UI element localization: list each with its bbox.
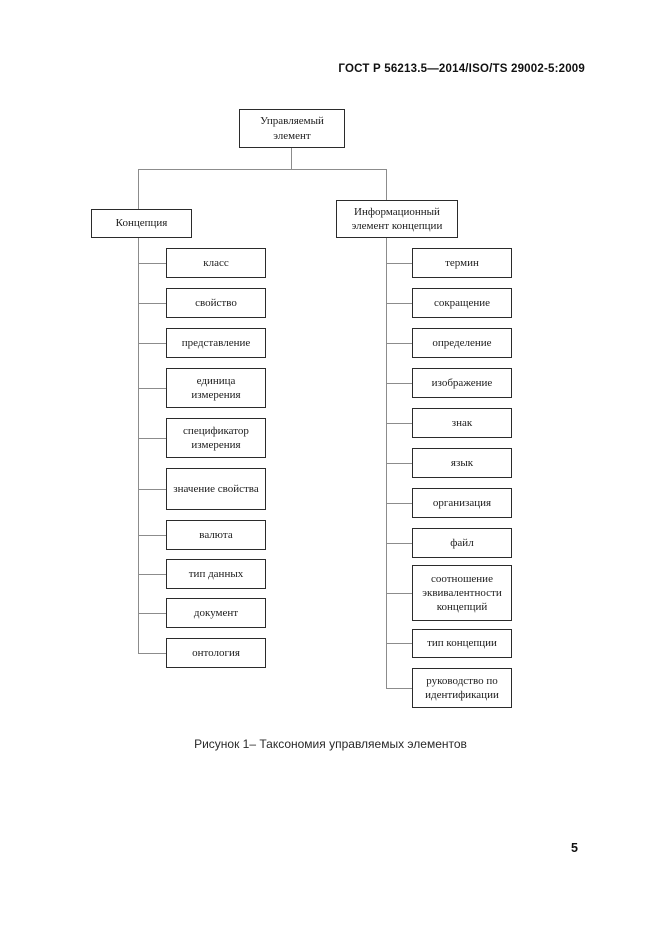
- connector-tick-left: [138, 489, 166, 490]
- node-image: изображение: [412, 368, 512, 398]
- connector-tick-right: [386, 423, 412, 424]
- node-identification-guide: руководство по идентификации: [412, 668, 512, 708]
- node-concept-equivalence-relation: соотношение эквивалентности концепций: [412, 565, 512, 621]
- node-symbol: знак: [412, 408, 512, 438]
- connector-right-branch-drop: [386, 169, 387, 200]
- page-number: 5: [571, 841, 578, 855]
- node-file: файл: [412, 528, 512, 558]
- connector-tick-right: [386, 543, 412, 544]
- node-information-element-branch: Информационный элемент концепции: [336, 200, 458, 238]
- connector-tick-right: [386, 343, 412, 344]
- connector-tick-left: [138, 388, 166, 389]
- connector-tick-left: [138, 653, 166, 654]
- document-header: ГОСТ Р 56213.5—2014/ISO/TS 29002-5:2009: [338, 63, 585, 75]
- node-property-value: значение свойства: [166, 468, 266, 510]
- connector-tick-left: [138, 574, 166, 575]
- node-term: термин: [412, 248, 512, 278]
- node-currency: валюта: [166, 520, 266, 550]
- connector-tick-right: [386, 263, 412, 264]
- connector-tick-left: [138, 438, 166, 439]
- connector-tick-right: [386, 503, 412, 504]
- connector-left-spine: [138, 238, 139, 654]
- node-managed-element-root: Управляемый элемент: [239, 109, 345, 148]
- connector-tick-left: [138, 343, 166, 344]
- node-data-type: тип данных: [166, 559, 266, 589]
- connector-branch-bar: [138, 169, 387, 170]
- node-unit-of-measure: единица измерения: [166, 368, 266, 408]
- connector-tick-right: [386, 688, 412, 689]
- node-class: класс: [166, 248, 266, 278]
- connector-tick-right: [386, 303, 412, 304]
- node-property: свойство: [166, 288, 266, 318]
- connector-tick-right: [386, 593, 412, 594]
- figure-caption: Рисунок 1– Таксономия управляемых элемен…: [194, 737, 467, 751]
- connector-left-branch-drop: [138, 169, 139, 209]
- node-representation: представление: [166, 328, 266, 358]
- node-abbreviation: сокращение: [412, 288, 512, 318]
- node-concept-type: тип концепции: [412, 629, 512, 658]
- connector-tick-right: [386, 643, 412, 644]
- node-measure-qualifier: спецификатор измерения: [166, 418, 266, 458]
- node-document: документ: [166, 598, 266, 628]
- connector-tick-left: [138, 263, 166, 264]
- connector-tick-left: [138, 535, 166, 536]
- node-organization: организация: [412, 488, 512, 518]
- connector-tick-left: [138, 303, 166, 304]
- node-language: язык: [412, 448, 512, 478]
- node-concept-branch: Концепция: [91, 209, 192, 238]
- connector-tick-right: [386, 383, 412, 384]
- connector-tick-left: [138, 613, 166, 614]
- node-ontology: онтология: [166, 638, 266, 668]
- connector-root-drop: [291, 148, 292, 169]
- node-definition: определение: [412, 328, 512, 358]
- connector-tick-right: [386, 463, 412, 464]
